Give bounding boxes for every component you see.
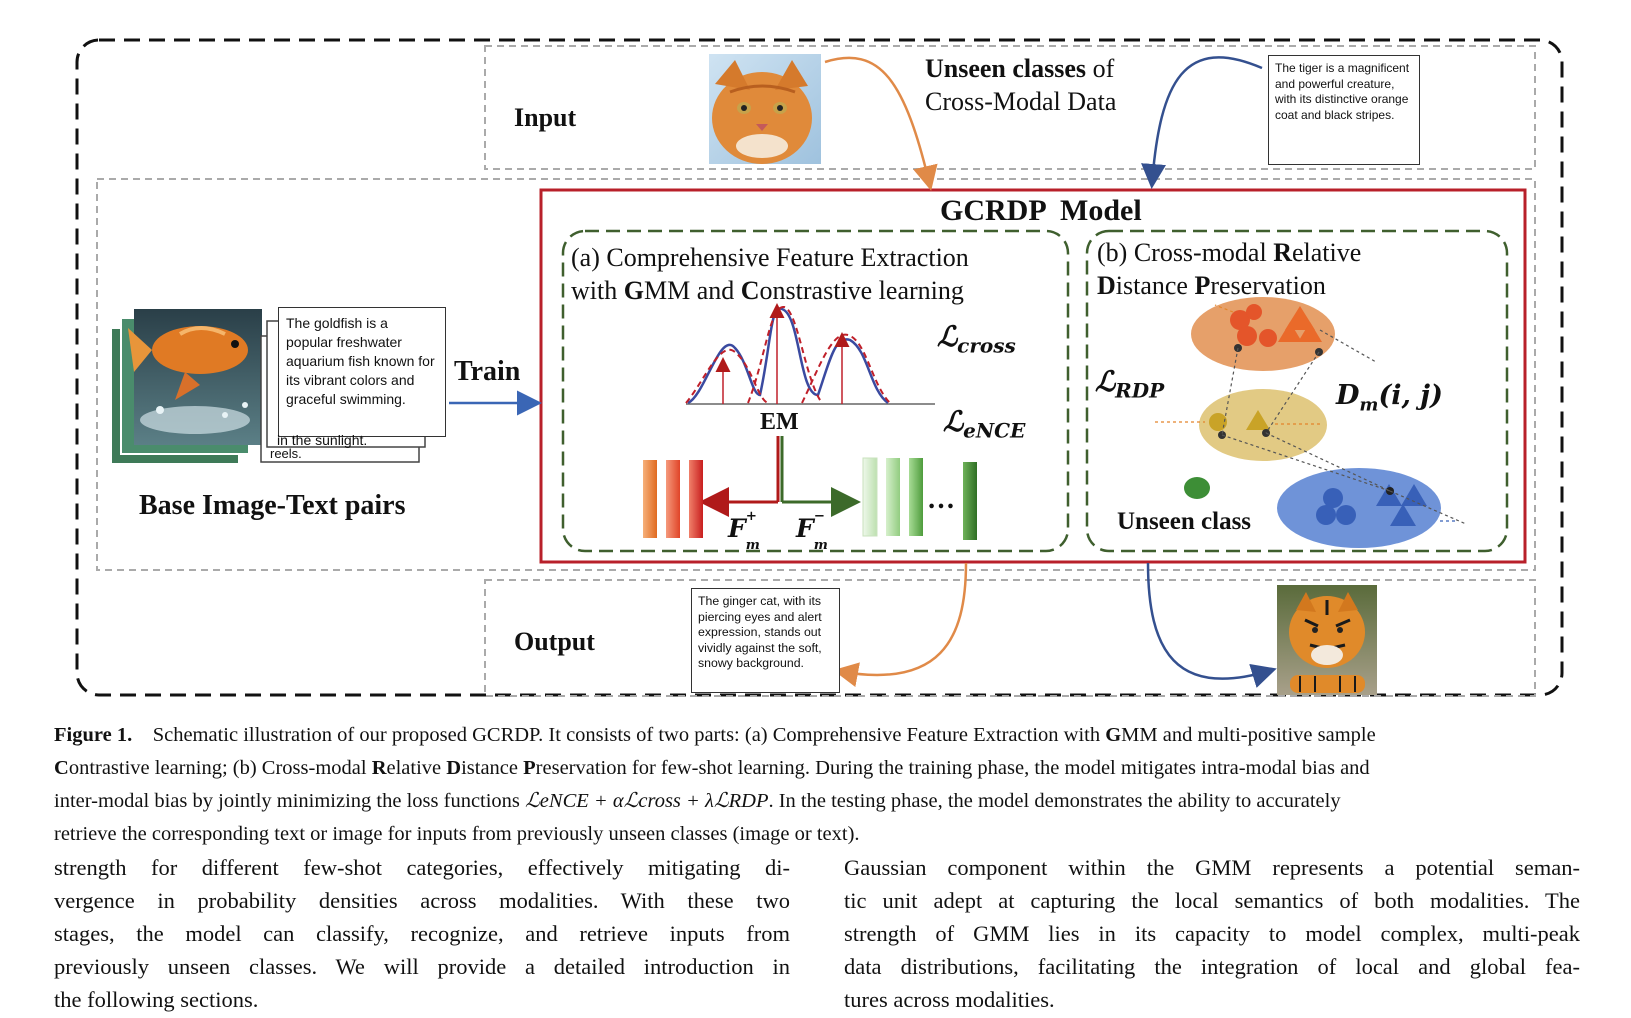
model-title: GCRDP Model [940,194,1142,227]
f-plus-label: F+m [728,508,760,554]
input-box [484,45,1536,170]
model-box [539,188,1527,564]
output-label: Output [514,627,595,656]
input-label: Input [514,103,577,132]
distance-label: Dm(i, j) [1336,380,1443,416]
cat-image [709,54,821,164]
model-to-tiger-arrow [1146,562,1277,688]
ellipsis: … [927,484,955,515]
cat-text-box: The ginger cat, with its piercing eyes a… [691,588,840,693]
output-box [484,579,1536,697]
cat-to-model-arrow [824,56,938,191]
loss-cross-label: ℒcross [937,320,1016,358]
tiger-image [1277,585,1377,695]
loss-ence-label: ℒeNCE [943,405,1026,443]
section-b-title: (b) Cross-modal Relative Distance Preser… [1097,238,1362,300]
tiger-text-box: The tiger is a magnificent and powerful … [1268,55,1420,165]
em-label: EM [760,409,799,435]
loss-formula: ℒeNCE + αℒcross + λℒRDP [525,790,769,812]
outer-frame [75,38,1564,697]
f-minus-label: F−m [796,508,828,554]
base-pairs-label: Base Image-Text pairs [139,490,406,521]
figure-caption: Figure 1. Schematic illustration of our … [54,724,1376,845]
unseen-class-label: Unseen class [1117,508,1252,535]
section-a-box [561,229,1070,553]
model-to-cat-text-arrow [833,562,968,687]
back-card-text-2: reels. [270,446,302,458]
tiger-text-to-model-arrow [1141,56,1263,189]
right-column-text: Gaussian component within the GMM repres… [844,855,1580,1012]
positive-feature-bars [643,460,703,538]
section-b-box [1085,229,1509,553]
goldfish-image [110,309,262,465]
loss-rdp-label: ℒRDP [1095,365,1165,403]
back-card-text: in the sunlight. [277,432,368,448]
negative-feature-bars [862,457,977,540]
unseen-classes-title: Unseen classes of Cross-Modal Data [925,54,1117,116]
section-a-title: (a) Comprehensive Feature Extraction wit… [571,243,969,305]
goldfish-text-box: The goldfish is a popular freshwater aqu… [278,307,446,437]
gmm-curves [685,303,935,405]
left-column-text: strength for different few-shot categori… [54,855,790,1012]
train-label: Train [454,356,521,387]
train-box [96,178,1536,571]
rdp-diagram [1155,297,1467,548]
